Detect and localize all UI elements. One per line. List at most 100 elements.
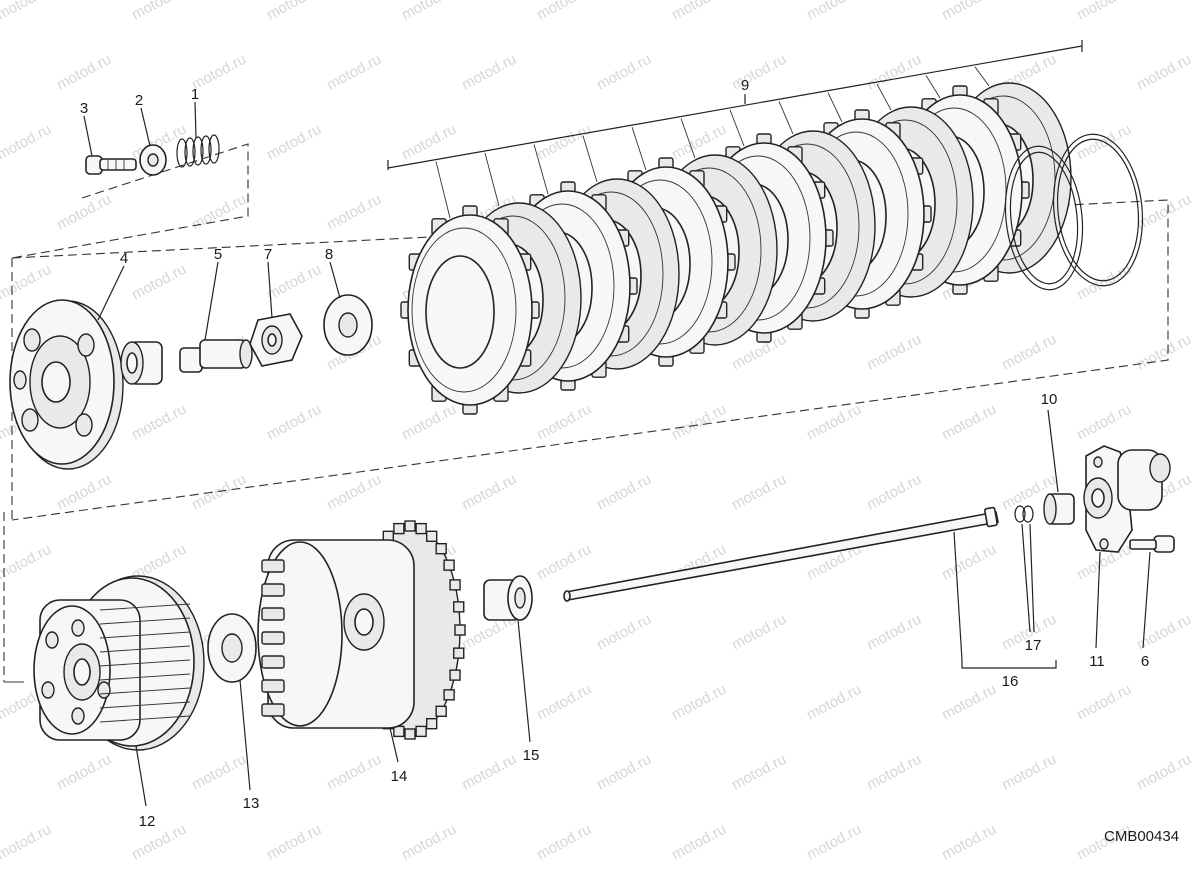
part-thrust-washer-13 (207, 613, 257, 683)
watermark-text: motod.ru (1074, 681, 1134, 724)
part-washer-8 (323, 294, 373, 356)
housing-tooth (404, 520, 416, 532)
part-washer-2 (139, 144, 167, 176)
housing-tooth (393, 522, 405, 535)
leader-lines (83, 94, 1151, 807)
watermark-text: motod.ru (189, 751, 249, 794)
watermark-text: motod.ru (0, 0, 54, 24)
watermark-text: motod.ru (0, 541, 54, 584)
watermark-text: motod.ru (864, 471, 924, 514)
housing-slot (261, 679, 285, 693)
plate-leader (582, 135, 598, 183)
part-pushrod-5 (179, 339, 253, 373)
housing-slot (261, 583, 285, 597)
watermark-text: motod.ru (594, 51, 654, 94)
part-clutch-plate-stack-9 (387, 40, 1083, 415)
callout-2: 2 (135, 92, 143, 109)
watermark-text: motod.ru (534, 401, 594, 444)
housing-tooth (435, 705, 447, 718)
watermark-text: motod.ru (324, 751, 384, 794)
plate-leader (680, 118, 696, 159)
watermark-text: motod.ru (129, 261, 189, 304)
plate-leader (435, 161, 451, 219)
watermark-text: motod.ru (939, 681, 999, 724)
plate-leader (729, 109, 745, 147)
callout-17: 17 (1025, 637, 1042, 654)
callout-13: 13 (243, 795, 260, 812)
housing-tooth (415, 522, 427, 535)
housing-slot (261, 655, 285, 669)
watermark-text: motod.ru (129, 401, 189, 444)
housing-tooth (454, 624, 466, 636)
housing-tooth (415, 725, 427, 738)
watermark-text: motod.ru (324, 191, 384, 234)
hub-spline (99, 715, 191, 723)
hub-spline (99, 687, 191, 695)
watermark-text: motod.ru (1074, 261, 1134, 304)
watermark-text: motod.ru (534, 0, 594, 24)
part-bearing (120, 341, 163, 385)
part-spring-1 (176, 134, 220, 168)
part-bolt-6 (1129, 535, 1175, 553)
callout-16: 16 (1002, 673, 1019, 690)
housing-tooth (443, 559, 455, 571)
watermark-text: motod.ru (804, 401, 864, 444)
callout-5: 5 (214, 246, 222, 263)
watermark-text: motod.ru (324, 471, 384, 514)
plate-face (411, 227, 517, 393)
callout-labels: 1 2 3 4 5 6 7 8 9 10 11 12 13 14 15 16 1… (80, 77, 1149, 830)
clutch-plate (400, 161, 540, 415)
plate-leader (484, 152, 500, 207)
housing-tooth (435, 542, 447, 555)
watermark-text: motod.ru (729, 471, 789, 514)
plate-leader (533, 144, 549, 195)
plate-leader (827, 92, 843, 123)
callout-7: 7 (264, 246, 272, 263)
housing-tooth (449, 579, 461, 591)
watermark-text: motod.ru (534, 681, 594, 724)
part-pressure-plate-4 (9, 299, 124, 470)
watermark-text: motod.ru (729, 51, 789, 94)
callout-14: 14 (391, 768, 408, 785)
watermark-text: motod.ru (459, 751, 519, 794)
housing-slot (261, 559, 285, 573)
hub-spline (99, 673, 191, 681)
watermark-text: motod.ru (804, 821, 864, 864)
watermark-text: motod.ru (939, 0, 999, 24)
watermark-text: motod.ru (534, 541, 594, 584)
plate-leader (925, 75, 941, 99)
watermark-text: motod.ru (264, 261, 324, 304)
watermark-text: motod.ru (54, 51, 114, 94)
watermark-text: motod.ru (1134, 331, 1193, 374)
hub-spline (99, 645, 191, 653)
callout-9: 9 (741, 77, 749, 94)
watermark-text: motod.ru (1074, 401, 1134, 444)
watermark-text: motod.ru (324, 51, 384, 94)
watermark-text: motod.ru (729, 751, 789, 794)
part-orings-17 (1014, 505, 1034, 523)
watermark-text: motod.ru (399, 401, 459, 444)
callout-11: 11 (1089, 653, 1105, 670)
housing-tooth (449, 669, 461, 681)
hub-spline (99, 603, 191, 611)
watermark-text: motod.ru (459, 471, 519, 514)
watermark-text: motod.ru (864, 331, 924, 374)
watermark-text: motod.ru (594, 751, 654, 794)
watermark-text: motod.ru (264, 0, 324, 24)
watermark-text: motod.ru (729, 611, 789, 654)
watermark-text: motod.ru (399, 821, 459, 864)
watermark-text: motod.ru (1074, 0, 1134, 24)
callout-6: 6 (1141, 653, 1149, 670)
part-slave-cylinder-11 (1083, 445, 1171, 553)
part-bolt-3 (85, 155, 137, 175)
housing-slot (261, 631, 285, 645)
part-piston-10 (1043, 493, 1075, 525)
watermark-text: motod.ru (264, 121, 324, 164)
watermark-text: motod.ru (939, 821, 999, 864)
watermark-text: motod.ru (0, 821, 54, 864)
watermark-text: motod.ru (1134, 51, 1193, 94)
watermark-text: motod.ru (399, 0, 459, 24)
callout-4: 4 (120, 250, 128, 267)
housing-tooth (393, 725, 405, 738)
